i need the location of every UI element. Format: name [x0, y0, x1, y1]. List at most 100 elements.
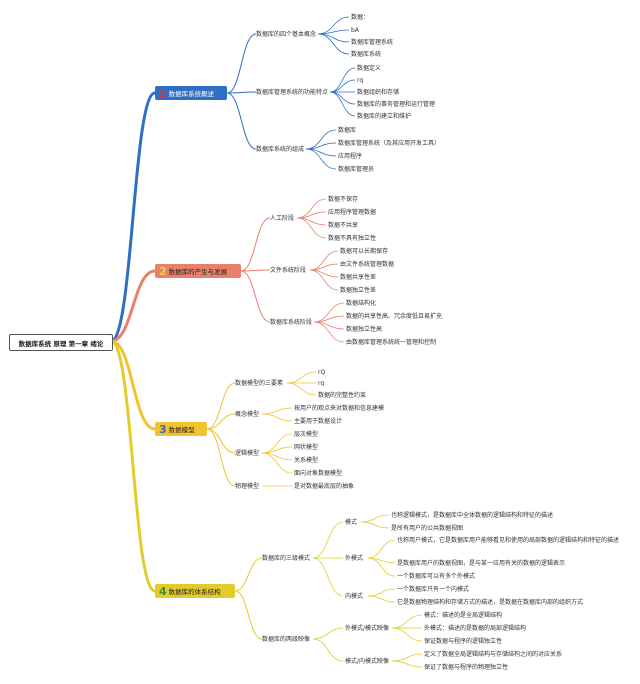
leaf-connector [312, 638, 344, 662]
b2-manual-item[interactable]: 数据不共享 [328, 222, 359, 229]
b2-child-dbsystem[interactable]: 数据库系统阶段 [270, 319, 313, 326]
b1-components-item[interactable]: 数据库 [338, 127, 357, 134]
b2-manual-item[interactable]: 数据不具有独立性 [328, 235, 377, 242]
b1-components-item[interactable]: 数据库管理员 [338, 166, 375, 173]
b3-child-conceptual[interactable]: 概念模型 [235, 411, 260, 418]
b3-logical-item[interactable]: 关系模型 [294, 457, 319, 464]
branch-1-child-connector [226, 33, 257, 94]
leaf-connector [329, 91, 356, 105]
b2-child-filesystem[interactable]: 文件系统阶段 [270, 267, 307, 274]
b2-filesystem-item[interactable]: 数据可以长期保存 [340, 248, 389, 255]
root-node[interactable]: 数据库系统 原理 第一章 绪论 [9, 334, 113, 351]
branch-3-child-connector [206, 428, 236, 487]
branch-1-child-connector [226, 91, 257, 94]
b2-dbsystem-item[interactable]: 由数据库管理系统统一管理和控制 [346, 339, 437, 346]
b4-ext-map-item[interactable]: 保证数据与程序的逻辑独立性 [424, 638, 503, 645]
leaf-connector [317, 33, 350, 43]
b4-external-item[interactable]: 一个数据库可以有多个外模式 [397, 573, 476, 580]
b1-child-features[interactable]: 数据库管理系统的功能特点 [256, 89, 329, 96]
branch-1-label: 数据库系统概述 [168, 90, 215, 98]
b2-filesystem-item[interactable]: 由文件系统管理数据 [340, 261, 395, 268]
b3-physical-item[interactable]: 是对数据最底层的抽象 [294, 483, 355, 490]
root-to-branch-1-connector [110, 91, 156, 343]
b1-concepts-item[interactable]: 数据库管理系统 [351, 39, 394, 46]
b1-concepts-item[interactable]: bA [351, 27, 359, 34]
b1-concepts-item[interactable]: 数据： [351, 14, 370, 21]
b3-conceptual-item[interactable]: 按用户的观点来对数据和信息建模 [294, 405, 385, 412]
b4-group-schema[interactable]: 模式 [345, 519, 358, 526]
b4-ext-map-item[interactable]: 模式：描述的是全局逻辑结构 [424, 612, 503, 619]
b4-group-external[interactable]: 外模式 [345, 555, 364, 562]
b4-internal-item[interactable]: 一个数据库只有一个内模式 [397, 586, 470, 593]
b1-features-item[interactable]: rq [357, 77, 364, 84]
b2-dbsystem-item[interactable]: 数据结构化 [346, 300, 377, 307]
b1-child-components[interactable]: 数据库系统的组成 [256, 146, 305, 153]
b4-internal-item[interactable]: 它是数据物理结构和存储方式的描述，是数据在数据库内部的组织方式 [397, 599, 584, 606]
b2-dbsystem-item[interactable]: 数据的共享性高、冗余度低且易扩充 [346, 313, 443, 320]
branch-4-node[interactable]: 4 数据库的体系结构 [155, 584, 235, 598]
b4-group-ext-schema-map[interactable]: 外模式/模式映像 [345, 625, 390, 632]
b3-logical-item[interactable]: 网状模型 [294, 444, 319, 451]
leaf-connector [391, 614, 423, 629]
b4-schema-item[interactable]: 也称逻辑模式，是数据库中全体数据的逻辑结构和特征的描述 [391, 512, 554, 519]
b4-child-two-mapping[interactable]: 数据库的两级映像 [262, 636, 311, 643]
b2-dbsystem-item[interactable]: 数据独立性高 [346, 326, 383, 333]
b4-int-map-item[interactable]: 定义了数据全局逻辑结构与存储结构之间的对应关系 [424, 651, 563, 658]
b4-ext-map-item[interactable]: 外模式：描述的是数据的局部逻辑结构 [424, 625, 527, 632]
branch-2-child-connector [240, 269, 271, 272]
leaf-connector [391, 627, 423, 642]
b4-child-three-level[interactable]: 数据库的三级模式 [262, 555, 311, 562]
leaf-connector [261, 407, 293, 415]
b4-int-map-item[interactable]: 保证了数据与程序的物理独立性 [424, 664, 509, 671]
b1-features-item[interactable]: 数据组织和存储 [357, 89, 400, 96]
b1-concepts-item[interactable]: 数据库系统 [351, 51, 382, 58]
b3-child-logical[interactable]: 逻辑模型 [235, 450, 260, 457]
leaf-connector [296, 217, 327, 239]
b4-external-item[interactable]: 也称用户模式，它是数据库用户能够看见和使用的局部数据的逻辑结构和特征的描述 [397, 537, 620, 544]
branch-3-node[interactable]: 3 数据模型 [155, 422, 207, 436]
leaf-connector [360, 521, 390, 529]
leaf-connector [317, 16, 350, 35]
b4-group-schema-int-map[interactable]: 模式/内模式映像 [345, 658, 390, 665]
b3-elements-item[interactable]: 数据的完整性约束 [318, 392, 367, 399]
b2-child-manual[interactable]: 人工阶段 [270, 215, 295, 222]
b2-filesystem-item[interactable]: 数据独立性差 [340, 287, 377, 294]
b3-conceptual-item[interactable]: 主要用于数据设计 [294, 418, 343, 425]
b3-elements-item[interactable]: rQ [318, 369, 326, 376]
leaf-connector [391, 660, 423, 668]
leaf-connector [367, 557, 396, 577]
b3-logical-item[interactable]: 面向对象数据模型 [294, 470, 343, 477]
b1-child-concepts[interactable]: 数据库的四个基本概念 [256, 31, 317, 38]
b2-manual-item[interactable]: 应用程序管理数据 [328, 209, 377, 216]
leaf-connector [305, 148, 337, 170]
leaf-connector [391, 653, 423, 662]
b1-components-item[interactable]: 应用程序 [338, 153, 363, 160]
b1-components-item[interactable]: 数据库管理系统（及其应用开发工具） [338, 140, 441, 147]
b1-features-item[interactable]: 数据库的事务管理和运行管理 [357, 101, 436, 108]
branch-1-node[interactable]: 1 数据库系统概述 [155, 86, 227, 100]
leaf-connector [367, 588, 396, 597]
b3-logical-item[interactable]: 层次模型 [294, 431, 319, 438]
b4-group-internal[interactable]: 内模式 [345, 593, 364, 600]
b1-features-item[interactable]: 数据定义 [357, 65, 382, 72]
branch-4-child-connector [234, 590, 263, 640]
leaf-connector [329, 79, 356, 93]
branch-2-child-connector [240, 270, 271, 323]
b3-child-physical[interactable]: 物理模型 [235, 483, 260, 490]
b2-filesystem-item[interactable]: 数据共享性差 [340, 274, 377, 281]
branch-2-number: 2 [159, 264, 167, 278]
b3-child-elements[interactable]: 数据模型的三要素 [235, 380, 284, 387]
branch-2-node[interactable]: 2 数据库的产生与发展 [155, 264, 241, 278]
branch-4-label: 数据库的体系结构 [168, 588, 221, 596]
b4-external-item[interactable]: 是数据库用户的数据视图，是与某一应用有关的数据的逻辑表示 [397, 560, 566, 567]
b2-manual-item[interactable]: 数据不保存 [328, 196, 359, 203]
branch-2-label: 数据库的产生与发展 [168, 268, 228, 276]
branch-1-number: 1 [159, 86, 167, 100]
leaf-connector [286, 371, 317, 384]
leaf-connector [329, 91, 356, 117]
branch-4-child-connector [234, 557, 263, 592]
b4-schema-item[interactable]: 是所有用户的公共数据视图 [391, 525, 464, 532]
b3-elements-item[interactable]: rq [318, 380, 325, 387]
b1-features-item[interactable]: 数据库的建立和维护 [357, 113, 412, 120]
